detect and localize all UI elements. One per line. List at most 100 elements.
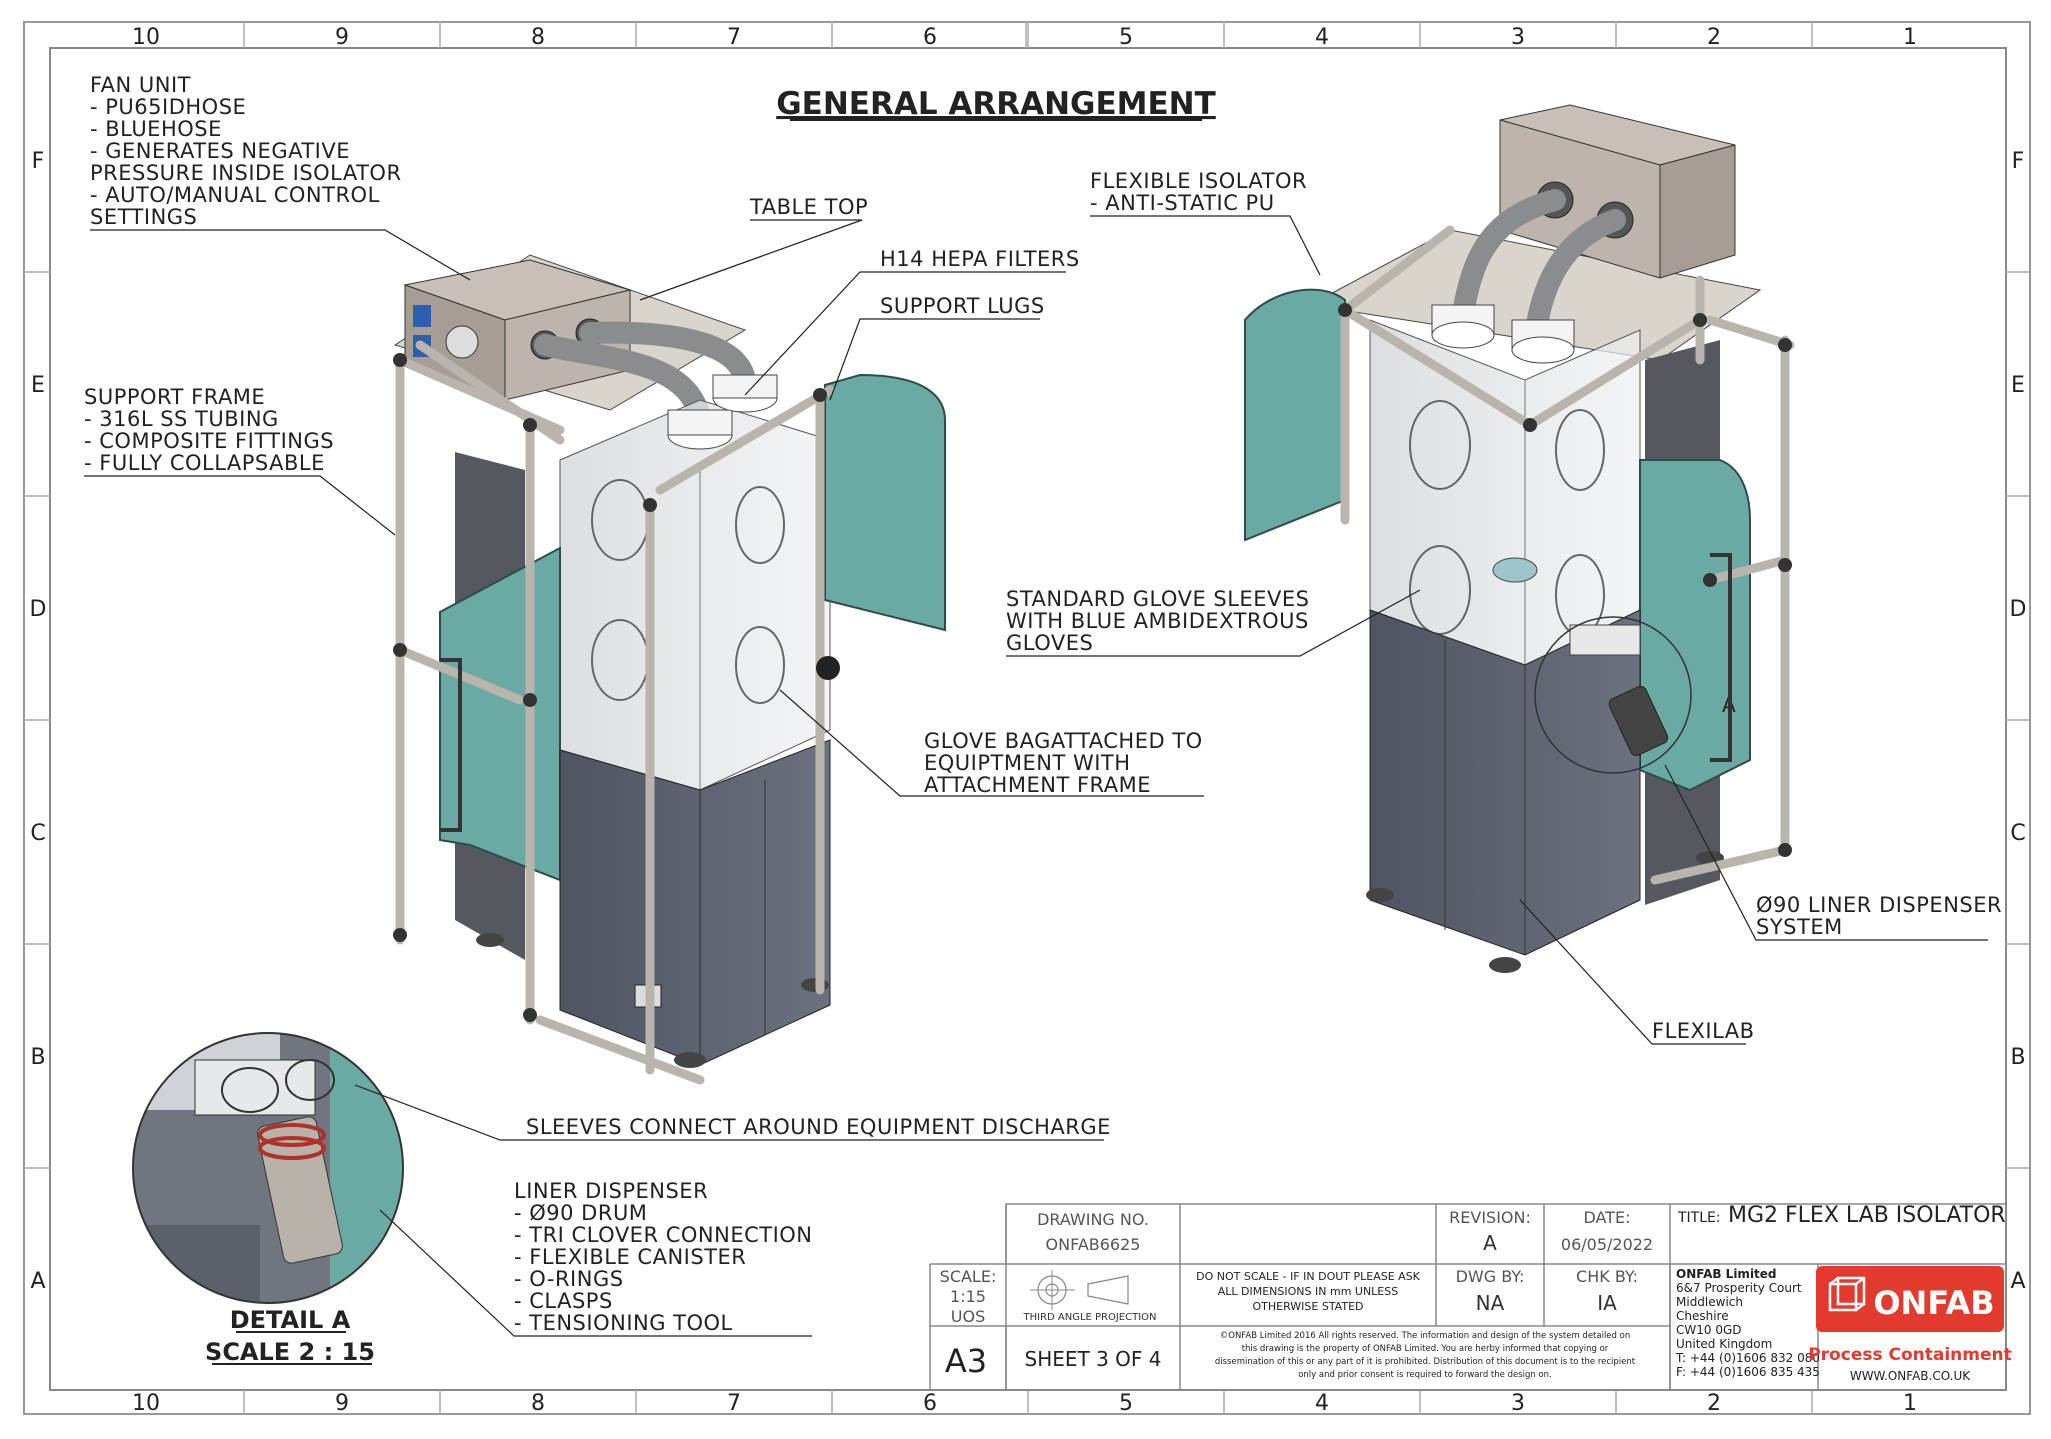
- outer-border: [23, 21, 2031, 1415]
- leader-line: [1519, 899, 1746, 1045]
- note-line: OTHERWISE STATED: [1252, 1300, 1363, 1313]
- callout-support-frame: SUPPORT FRAME - 316L SS TUBING - COMPOSI…: [84, 385, 334, 475]
- drawing-heading: GENERAL ARRANGEMENT: [776, 86, 1216, 122]
- svg-text:SUPPORT FRAME: SUPPORT FRAME: [84, 385, 265, 409]
- glove-port: [735, 486, 785, 564]
- svg-text:STANDARD GLOVE SLEEVES: STANDARD GLOVE SLEEVES: [1006, 587, 1309, 611]
- svg-text:GLOVES: GLOVES: [1006, 631, 1093, 655]
- chk-by-label: CHK BY:: [1576, 1267, 1638, 1286]
- detail-boundary: [132, 1032, 404, 1304]
- leader-line: [90, 229, 471, 281]
- svg-text:- AUTO/MANUAL CONTROL: - AUTO/MANUAL CONTROL: [90, 183, 380, 207]
- side-panel-right: [1639, 459, 1751, 792]
- company-fax: F: +44 (0)1606 835 435: [1676, 1365, 1820, 1379]
- row-label-left: E: [31, 373, 45, 398]
- svg-text:- BLUEHOSE: - BLUEHOSE: [90, 117, 222, 141]
- leader-line: [744, 271, 1066, 396]
- col-label-top: 7: [727, 25, 741, 50]
- copyright-line: ©ONFAB Limited 2016 All rights reserved.…: [1220, 1331, 1630, 1341]
- left-isolator-view: [393, 254, 946, 1085]
- svg-text:- ANTI-STATIC PU: - ANTI-STATIC PU: [1090, 191, 1275, 215]
- support-frame: [395, 340, 835, 1085]
- svg-text:- 316L SS TUBING: - 316L SS TUBING: [84, 407, 279, 431]
- detail-sleeve: [221, 1067, 279, 1113]
- copyright-line: only and prior consent is required to fo…: [1298, 1370, 1552, 1380]
- glove-port: [1555, 409, 1605, 491]
- company-address: United Kingdom: [1676, 1337, 1772, 1351]
- leader-line: [379, 1209, 812, 1337]
- sheet-number: SHEET 3 OF 4: [1025, 1347, 1162, 1371]
- title-value: MG2 FLEX LAB ISOLATOR: [1728, 1203, 2006, 1228]
- revision-value: A: [1483, 1231, 1497, 1255]
- callout-fan-unit: FAN UNIT - PU65IDHOSE - BLUEHOSE - GENER…: [90, 73, 401, 229]
- company-address: Cheshire: [1676, 1309, 1729, 1323]
- company-website: WWW.ONFAB.CO.UK: [1850, 1369, 1971, 1383]
- col-label-bottom: 5: [1119, 1391, 1133, 1416]
- detail-scale: SCALE 2 : 15: [205, 1338, 375, 1366]
- leader-line: [829, 318, 1040, 401]
- callout-glove-sleeves: STANDARD GLOVE SLEEVES WITH BLUE AMBIDEX…: [1006, 587, 1309, 655]
- callout-sleeves-connect: SLEEVES CONNECT AROUND EQUIPMENT DISCHAR…: [526, 1115, 1111, 1139]
- col-label-top: 3: [1511, 25, 1525, 50]
- dwg-by-label: DWG BY:: [1456, 1267, 1525, 1286]
- company-phone: T: +44 (0)1606 832 080: [1675, 1351, 1820, 1365]
- callout-flexilab: FLEXILAB: [1652, 1019, 1755, 1043]
- col-label-top: 8: [531, 25, 545, 50]
- hepa-filter: [1431, 321, 1495, 349]
- sheet-size: A3: [945, 1342, 987, 1380]
- row-label-right: B: [2010, 1045, 2025, 1070]
- discharge-port: [816, 656, 840, 680]
- col-label-top: 9: [335, 25, 349, 50]
- svg-text:- Ø90 DRUM: - Ø90 DRUM: [514, 1201, 647, 1225]
- panel-handle: [440, 658, 462, 832]
- fan-control-panel: [413, 305, 431, 327]
- hepa-filter: [712, 374, 778, 399]
- leader-line: [1090, 215, 1321, 276]
- revision-label: REVISION:: [1449, 1208, 1531, 1227]
- svg-text:FLEXIBLE ISOLATOR: FLEXIBLE ISOLATOR: [1090, 169, 1307, 193]
- detail-a-view: DETAIL A SCALE 2 : 15: [132, 1032, 404, 1366]
- row-label-right: E: [2011, 373, 2025, 398]
- row-label-right: A: [2010, 1269, 2025, 1294]
- svg-text:- CLASPS: - CLASPS: [514, 1289, 613, 1313]
- projection-symbol: [1030, 1270, 1129, 1310]
- glove-port: [1409, 400, 1471, 490]
- copyright-line: dissemination of this or any part of it …: [1215, 1357, 1636, 1367]
- svg-text:- TENSIONING TOOL: - TENSIONING TOOL: [514, 1311, 733, 1335]
- liner-dispenser-head: [1569, 624, 1641, 656]
- leader-line: [84, 475, 396, 536]
- grid-labels: 10 9 8 7 6 5 4 3 2 1 10 9 8 7 6 5 4 3 2 …: [30, 25, 2027, 1416]
- svg-text:- TRI CLOVER CONNECTION: - TRI CLOVER CONNECTION: [514, 1223, 813, 1247]
- col-label-bottom: 2: [1707, 1391, 1721, 1416]
- date-value: 06/05/2022: [1561, 1235, 1653, 1254]
- date-label: DATE:: [1583, 1208, 1630, 1227]
- svg-text:- GENERATES NEGATIVE: - GENERATES NEGATIVE: [90, 139, 350, 163]
- liner-canister: [1608, 685, 1669, 756]
- svg-text:FAN UNIT: FAN UNIT: [90, 73, 191, 97]
- chk-by-value: IA: [1597, 1291, 1617, 1315]
- row-label-left: A: [30, 1269, 45, 1294]
- company-address: CW10 0GD: [1676, 1323, 1742, 1337]
- row-label-left: F: [32, 149, 45, 174]
- svg-text:SETTINGS: SETTINGS: [90, 205, 197, 229]
- frame-fittings: [1338, 303, 1792, 857]
- equipment: [1492, 557, 1538, 583]
- row-label-right: D: [2010, 597, 2027, 622]
- col-label-bottom: 4: [1315, 1391, 1329, 1416]
- company-name: ONFAB Limited: [1676, 1267, 1777, 1281]
- row-label-left: C: [30, 821, 45, 846]
- col-label-top: 5: [1119, 25, 1133, 50]
- title-block: DRAWING NO. ONFAB6625 REVISION: A DATE: …: [929, 1203, 2012, 1391]
- foot: [674, 1052, 706, 1068]
- col-label-top: 1: [1903, 25, 1917, 50]
- callout-table-top: TABLE TOP: [749, 195, 868, 219]
- col-label-bottom: 1: [1903, 1391, 1917, 1416]
- svg-text:- PU65IDHOSE: - PU65IDHOSE: [90, 95, 246, 119]
- svg-text:- COMPOSITE FITTINGS: - COMPOSITE FITTINGS: [84, 429, 334, 453]
- svg-text:Ø90 LINER DISPENSER: Ø90 LINER DISPENSER: [1756, 893, 2002, 917]
- detail-sleeve: [285, 1059, 335, 1101]
- detail-o-ring: [258, 1136, 326, 1160]
- col-label-top: 4: [1315, 25, 1329, 50]
- onfab-logo: ONFAB: [1816, 1266, 2004, 1332]
